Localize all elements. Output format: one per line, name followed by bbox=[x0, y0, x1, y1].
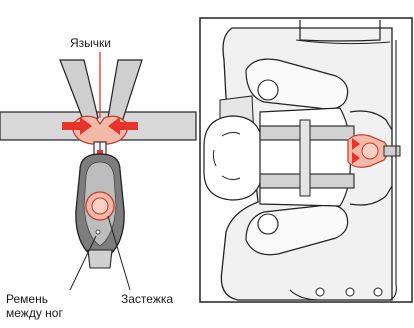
label-crotch-strap-line1: Ремень bbox=[6, 292, 63, 306]
upper-hand bbox=[258, 80, 278, 100]
lower-hand bbox=[258, 214, 278, 234]
seat-crotch-strap bbox=[384, 146, 400, 156]
child-head bbox=[204, 116, 262, 200]
label-crotch-strap-line2: между ног bbox=[6, 306, 63, 320]
label-crotch-strap: Ремень между ног bbox=[6, 292, 63, 320]
label-tongues: Язычки bbox=[70, 36, 111, 50]
label-buckle: Застежка bbox=[121, 292, 173, 306]
